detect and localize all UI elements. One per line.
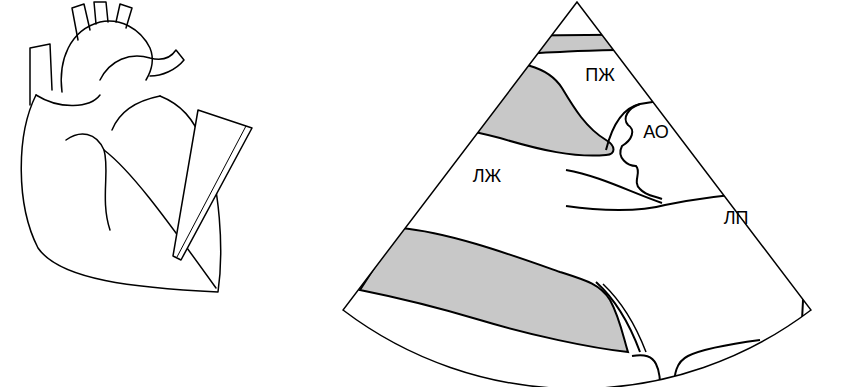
echo-sector <box>343 2 811 387</box>
scan-plane <box>173 110 252 260</box>
chamber-label: ЛП <box>724 209 749 227</box>
echo-structures <box>360 34 840 387</box>
chamber-label: ЛЖ <box>473 167 501 185</box>
chamber-label: АО <box>643 123 669 141</box>
heart-sketch <box>21 2 220 292</box>
chamber-label: ПЖ <box>585 66 615 84</box>
